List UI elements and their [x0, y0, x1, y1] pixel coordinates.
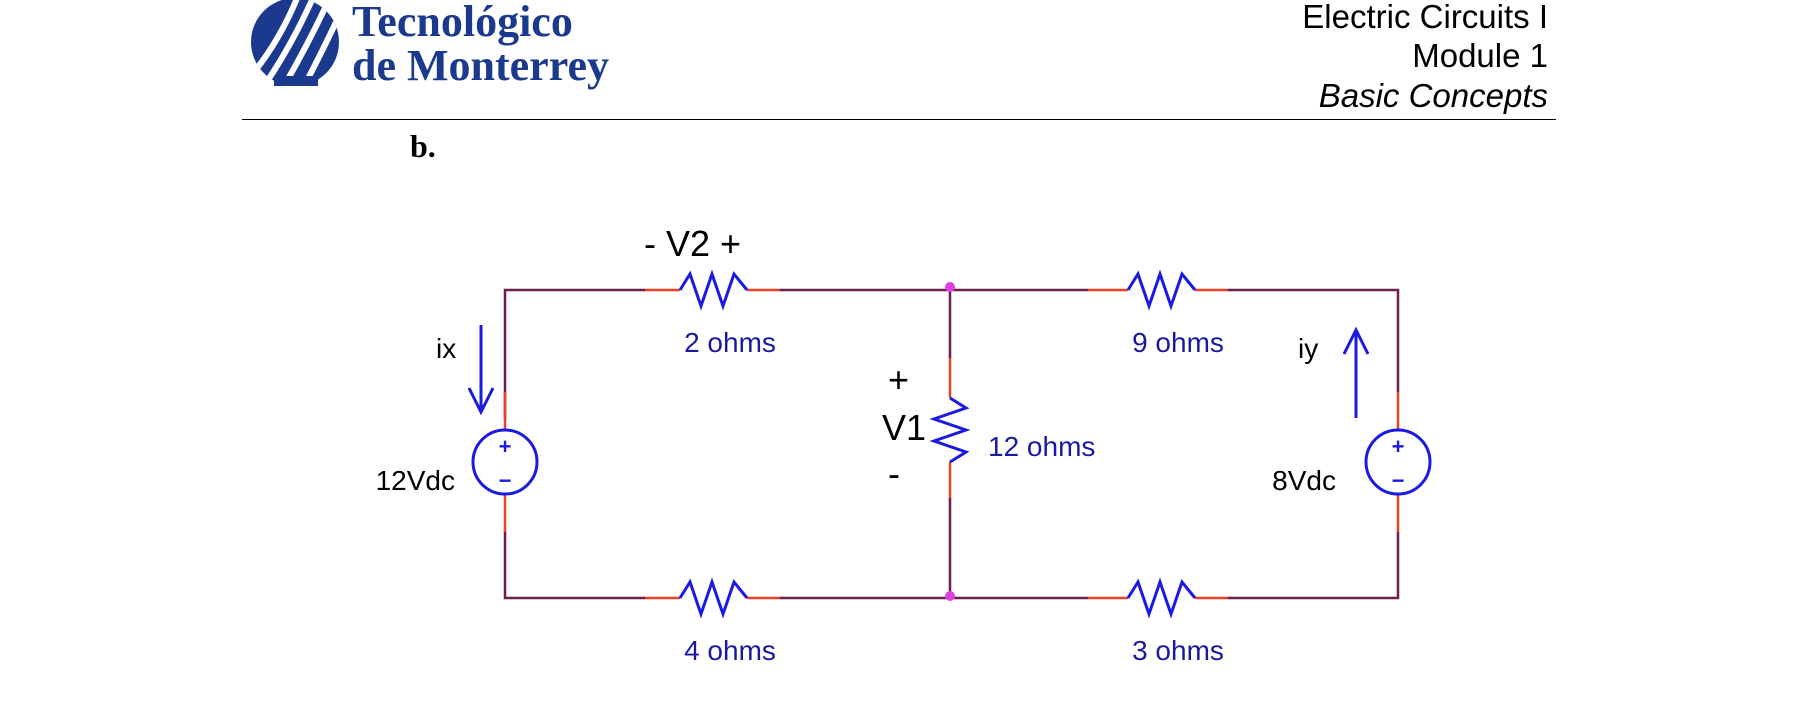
topic-title: Basic Concepts: [1318, 77, 1548, 114]
label-4-ohms: 4 ohms: [684, 635, 776, 666]
header-rule: [242, 119, 1556, 120]
source-8v-circle: [1364, 428, 1432, 496]
tec-logo-icon: [251, 0, 339, 86]
resistor-3-ohms: [1126, 577, 1197, 619]
label-ix: ix: [436, 333, 456, 364]
course-title: Electric Circuits I: [1302, 0, 1548, 35]
module-title: Module 1: [1412, 37, 1548, 74]
label-v2: - V2 +: [644, 223, 741, 264]
label-9-ohms: 9 ohms: [1132, 327, 1224, 358]
label-8vdc: 8Vdc: [1272, 465, 1336, 496]
node-bottom: [945, 591, 955, 601]
label-12-ohms: 12 ohms: [988, 431, 1095, 462]
iy-arrow-icon: [1342, 326, 1370, 418]
brand-line-2: de Monterrey: [352, 41, 609, 90]
resistor-9-ohms: [1126, 269, 1197, 311]
label-v1-minus: -: [888, 453, 900, 494]
label-iy: iy: [1298, 333, 1318, 364]
resistor-12-ohms: [929, 396, 971, 464]
resistor-4-ohms: [678, 577, 749, 619]
source-12v-minus: −: [499, 468, 512, 493]
source-8v-plus: +: [1392, 434, 1405, 459]
resistor-2-ohms: [678, 269, 749, 311]
top-left-wire: [503, 288, 645, 420]
brand-line-1: Tecnológico: [352, 0, 573, 46]
top-right-wire: [1228, 288, 1400, 392]
label-v1-plus: +: [888, 359, 909, 400]
circuit-wires: [503, 288, 1400, 600]
source-8v-minus: −: [1392, 468, 1405, 493]
label-v1: V1: [882, 407, 926, 448]
node-top: [945, 282, 955, 292]
label-12vdc: 12Vdc: [376, 465, 455, 496]
bottom-left-wire: [503, 530, 645, 600]
ix-arrow-icon: [467, 325, 495, 416]
section-label: b.: [410, 128, 436, 164]
label-3-ohms: 3 ohms: [1132, 635, 1224, 666]
bottom-right-wire: [1228, 532, 1400, 600]
label-2-ohms: 2 ohms: [684, 327, 776, 358]
source-12v-circle: [471, 428, 539, 496]
source-12v-plus: +: [499, 434, 512, 459]
